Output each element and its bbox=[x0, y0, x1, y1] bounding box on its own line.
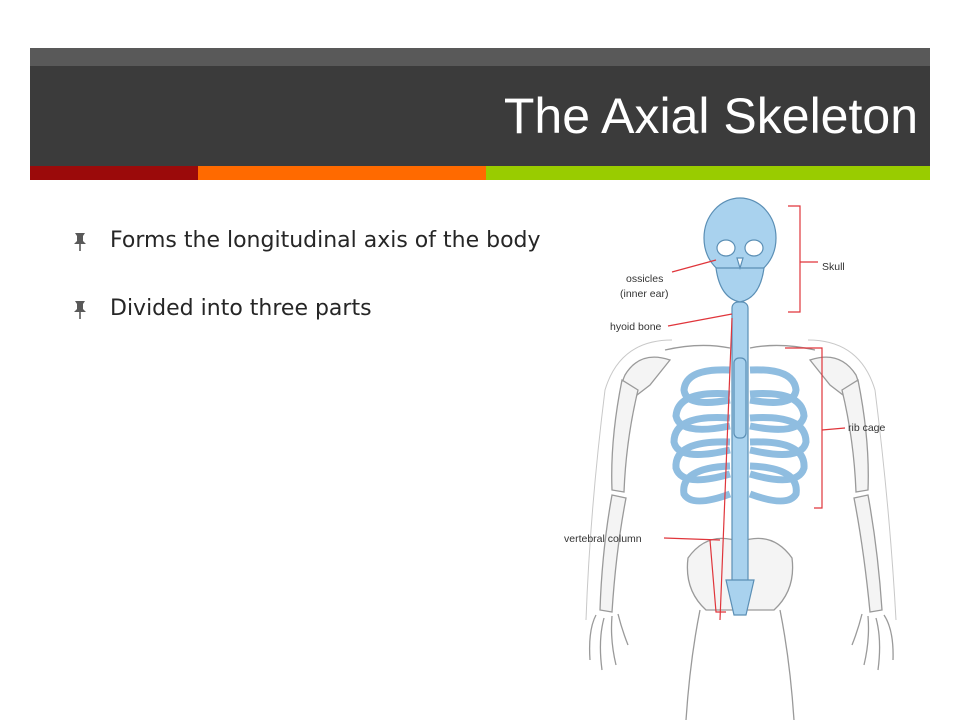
vertebral-column bbox=[731, 301, 749, 603]
label-skull: Skull bbox=[822, 261, 845, 273]
axial-skeleton-diagram: ossicles (inner ear) Skull hyoid bone ri… bbox=[564, 197, 897, 720]
sacrum bbox=[725, 579, 755, 616]
title-bar: The Axial Skeleton bbox=[30, 66, 930, 166]
bullet-text: Divided into three parts bbox=[110, 296, 372, 321]
pushpin-icon bbox=[74, 233, 86, 251]
accent-stripe-green bbox=[486, 166, 930, 180]
label-hyoid-bone: hyoid bone bbox=[610, 321, 662, 333]
accent-stripe-red bbox=[30, 166, 198, 180]
label-rib-cage: rib cage bbox=[848, 422, 886, 434]
label-ossicles: ossicles bbox=[626, 273, 663, 285]
ribs bbox=[670, 366, 810, 505]
bullet-text: Forms the longitudinal axis of the body bbox=[110, 228, 541, 253]
slide-title: The Axial Skeleton bbox=[503, 88, 918, 144]
mandible bbox=[715, 267, 765, 303]
sternum bbox=[733, 357, 747, 439]
label-vertebral-column: vertebral column bbox=[564, 533, 642, 545]
leader-lines bbox=[663, 205, 846, 621]
label-inner-ear: (inner ear) bbox=[620, 288, 668, 300]
body-outline bbox=[585, 339, 897, 621]
axial-skeleton bbox=[670, 197, 810, 616]
accent-stripe-orange bbox=[198, 166, 486, 180]
title-bar-top bbox=[30, 48, 930, 66]
pushpin-icon bbox=[74, 301, 86, 319]
